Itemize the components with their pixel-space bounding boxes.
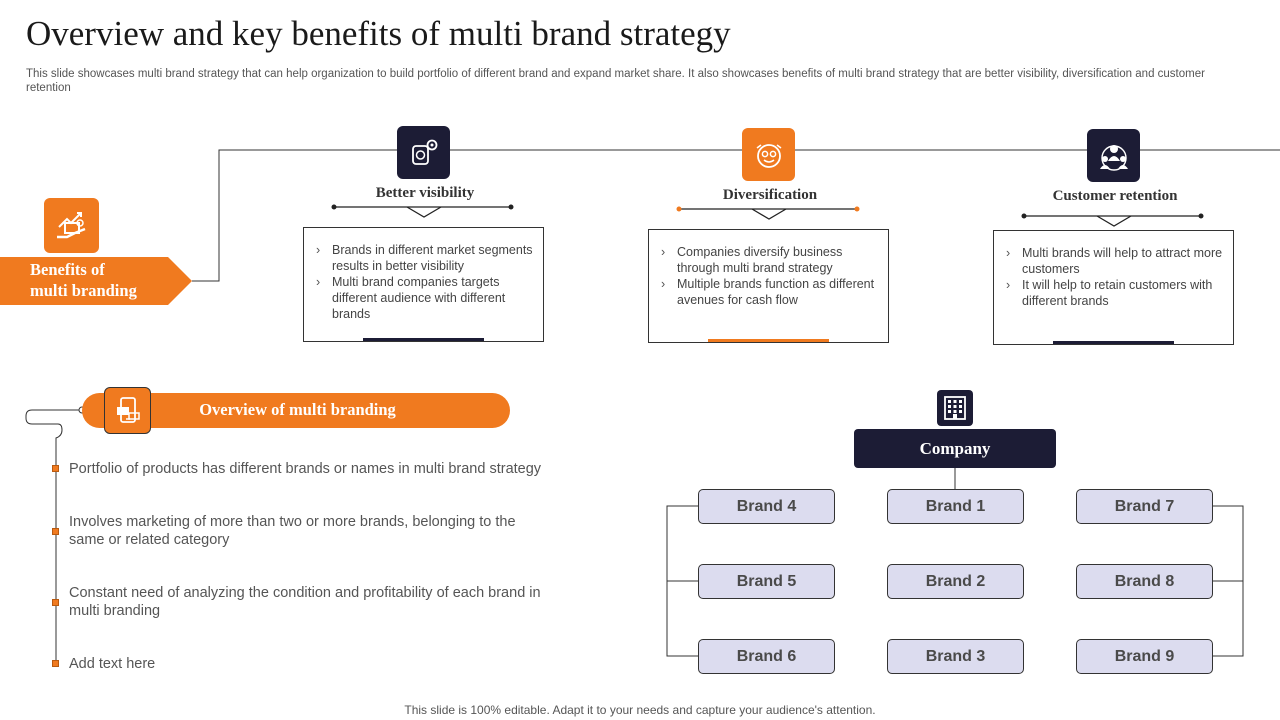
brand-box: Brand 2 [887,564,1024,599]
benefit-title-retention: Customer retention [1052,188,1178,204]
growth-hand-icon [44,198,99,253]
brand-box: Brand 4 [698,489,835,524]
overview-pill [82,393,510,428]
page-title: Overview and key benefits of multi brand… [26,14,731,53]
card-accent-bar [1053,341,1174,344]
visibility-settings-icon [397,126,450,179]
benefit-point: It will help to retain customers with di… [1004,277,1223,309]
overview-point: Add text here [69,656,156,672]
building-icon [937,390,973,426]
benefit-point: Multiple brands function as different av… [659,276,878,308]
overview-point: Involves marketing of more than two or m… [69,514,516,548]
timeline-dot [52,465,59,472]
overview-point: Portfolio of products has different bran… [69,461,542,477]
bracket-retention [1021,213,1204,227]
devices-icon [104,387,151,434]
card-accent-bar [708,339,829,342]
timeline-dot [52,599,59,606]
brand-box: Brand 5 [698,564,835,599]
benefits-arrow [0,257,192,305]
brand-box: Brand 3 [887,639,1024,674]
brand-box: Brand 1 [887,489,1024,524]
benefit-card-diversification: Companies diversify business through mul… [648,229,889,343]
benefit-title-diversification: Diversification [722,187,818,203]
brand-box: Brand 8 [1076,564,1213,599]
brand-box: Brand 7 [1076,489,1213,524]
page-subtitle: This slide showcases multi brand strateg… [26,68,1205,94]
benefit-card-retention: Multi brands will help to attract more c… [993,230,1234,345]
benefit-point: Companies diversify business through mul… [659,244,878,276]
overview-label: Overview of multi branding [199,400,396,419]
benefit-point: Multi brands will help to attract more c… [1004,245,1223,277]
money-face-icon [742,128,795,181]
footer-note: This slide is 100% editable. Adapt it to… [404,703,876,717]
customer-group-icon [1087,129,1140,182]
timeline-dot [52,660,59,667]
timeline-dot [52,528,59,535]
benefit-point: Multi brand companies targets different … [314,274,533,322]
brand-box: Brand 6 [698,639,835,674]
benefit-point: Brands in different market segments resu… [314,242,533,274]
overview-point: Constant need of analyzing the condition… [69,585,541,619]
benefit-card-visibility: Brands in different market segments resu… [303,227,544,342]
benefit-title-visibility: Better visibility [375,185,475,201]
bracket-visibility [331,204,514,218]
company-box: Company [854,429,1056,468]
card-accent-bar [363,338,484,341]
bracket-diversification [676,206,860,220]
brand-box: Brand 9 [1076,639,1213,674]
